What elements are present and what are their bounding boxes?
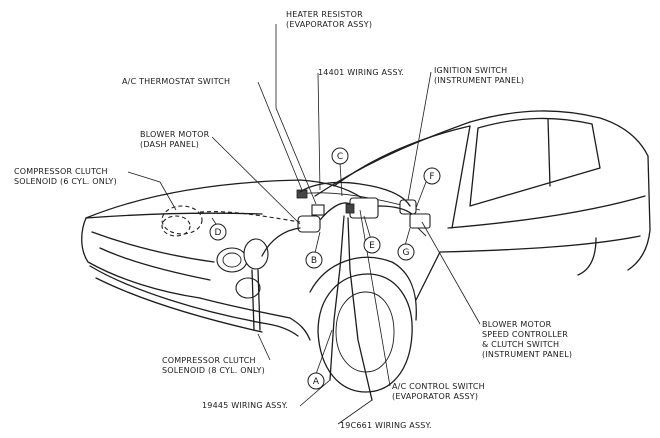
label-blower-motor-speed-controller: BLOWER MOTOR SPEED CONTROLLER & CLUTCH S… xyxy=(482,320,573,359)
label-ignition-switch: IGNITION SWITCH (INSTRUMENT PANEL) xyxy=(434,66,525,85)
callout-d: D xyxy=(209,223,227,241)
label-14401-wiring-assy: 14401 WIRING ASSY. xyxy=(318,68,404,77)
svg-text:F: F xyxy=(429,172,434,182)
label-compressor-clutch-6cyl: COMPRESSOR CLUTCH SOLENOID (6 CYL. ONLY) xyxy=(14,167,117,186)
components xyxy=(161,189,431,237)
label-19445-wiring-assy: 19445 WIRING ASSY. xyxy=(202,401,288,410)
svg-text:B: B xyxy=(311,256,317,266)
callout-b: B xyxy=(305,251,323,269)
svg-text:E: E xyxy=(369,241,375,251)
label-ac-control-switch: A/C CONTROL SWITCH (EVAPORATOR ASSY) xyxy=(392,382,485,401)
svg-text:D: D xyxy=(215,228,222,238)
callout-a: A xyxy=(307,372,325,390)
svg-text:A: A xyxy=(313,377,320,387)
callout-f: F xyxy=(423,167,441,185)
leader-lines xyxy=(127,24,481,425)
label-19c661-wiring-assy: 19C661 WIRING ASSY. xyxy=(340,421,432,430)
headlights xyxy=(216,238,269,299)
callout-g: G xyxy=(397,243,415,261)
label-compressor-clutch-8cyl: COMPRESSOR CLUTCH SOLENOID (8 CYL. ONLY) xyxy=(162,356,265,375)
label-ac-thermostat-switch: A/C THERMOSTAT SWITCH xyxy=(122,77,231,86)
callout-e: E xyxy=(363,236,381,254)
wiring-harness xyxy=(199,181,413,401)
label-blower-motor: BLOWER MOTOR (DASH PANEL) xyxy=(140,130,210,149)
svg-text:C: C xyxy=(337,152,343,162)
svg-text:G: G xyxy=(403,248,410,258)
callout-c: C xyxy=(331,147,349,165)
label-heater-resistor: HEATER RESISTOR (EVAPORATOR ASSY) xyxy=(286,10,373,29)
